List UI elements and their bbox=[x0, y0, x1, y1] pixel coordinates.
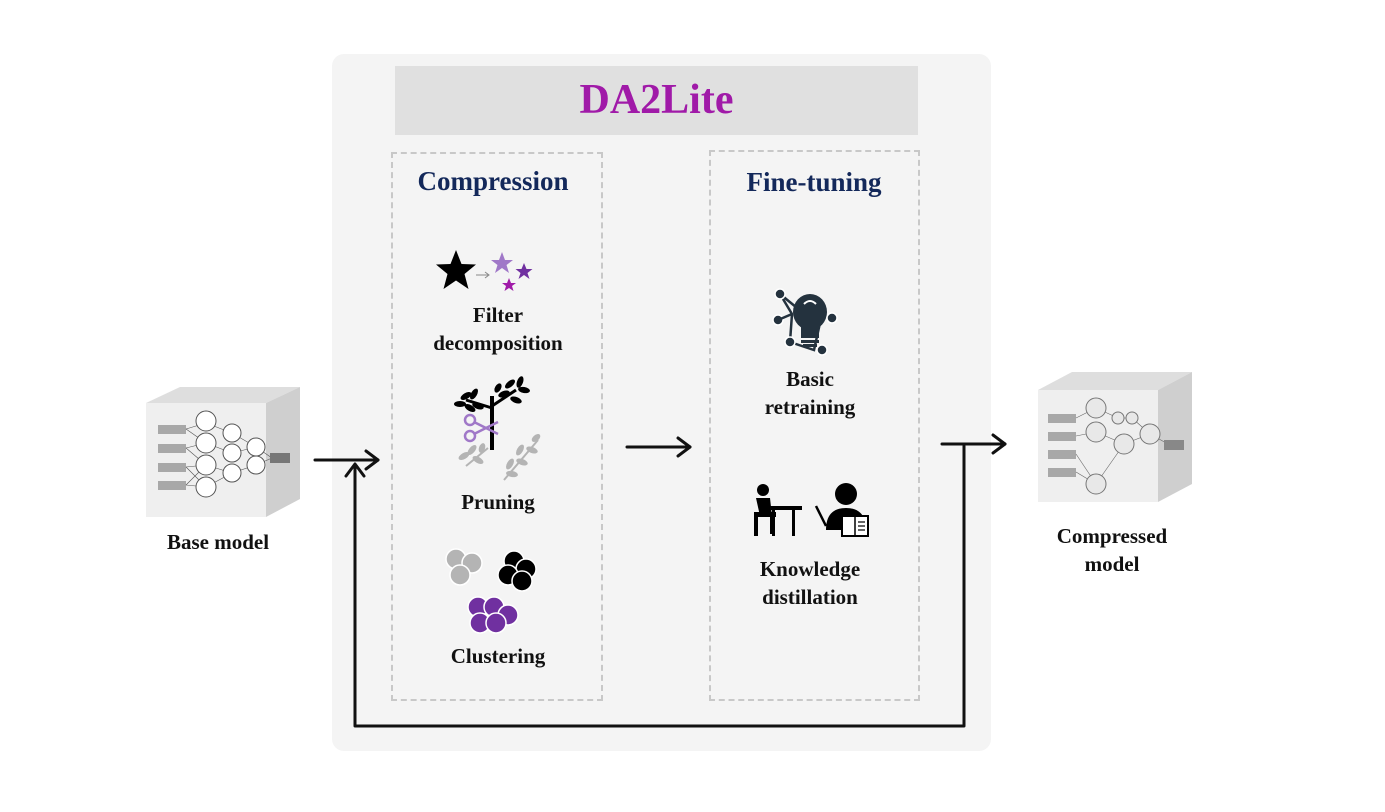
filter-decomposition-label: Filter decomposition bbox=[433, 303, 563, 355]
star-decomposition-icon bbox=[436, 250, 533, 291]
compression-title: Compression bbox=[417, 166, 569, 196]
lightbulb-network-icon bbox=[772, 288, 838, 356]
clusters-icon bbox=[445, 548, 537, 634]
knowledge-distillation-label: Knowledge distillation bbox=[759, 557, 861, 609]
compressed-model-cube-icon bbox=[1038, 372, 1192, 502]
pruning-label: Pruning bbox=[461, 490, 535, 514]
base-model-label: Base model bbox=[166, 530, 270, 554]
finetuning-title: Fine-tuning bbox=[746, 167, 882, 197]
title-banner bbox=[395, 66, 918, 135]
feedback-loop bbox=[353, 444, 966, 728]
compressed-model-label: Compressed model bbox=[1056, 524, 1168, 576]
tree-scissors-icon bbox=[454, 376, 541, 481]
teacher-student-icon bbox=[754, 483, 869, 537]
basic-retraining-label: Basic retraining bbox=[764, 367, 856, 419]
compression-box bbox=[391, 152, 603, 701]
finetuning-box bbox=[709, 150, 920, 701]
da2lite-panel bbox=[332, 54, 991, 751]
framework-title: DA2Lite bbox=[579, 77, 734, 123]
clustering-label: Clustering bbox=[450, 644, 546, 668]
base-model-cube-icon bbox=[146, 387, 300, 517]
